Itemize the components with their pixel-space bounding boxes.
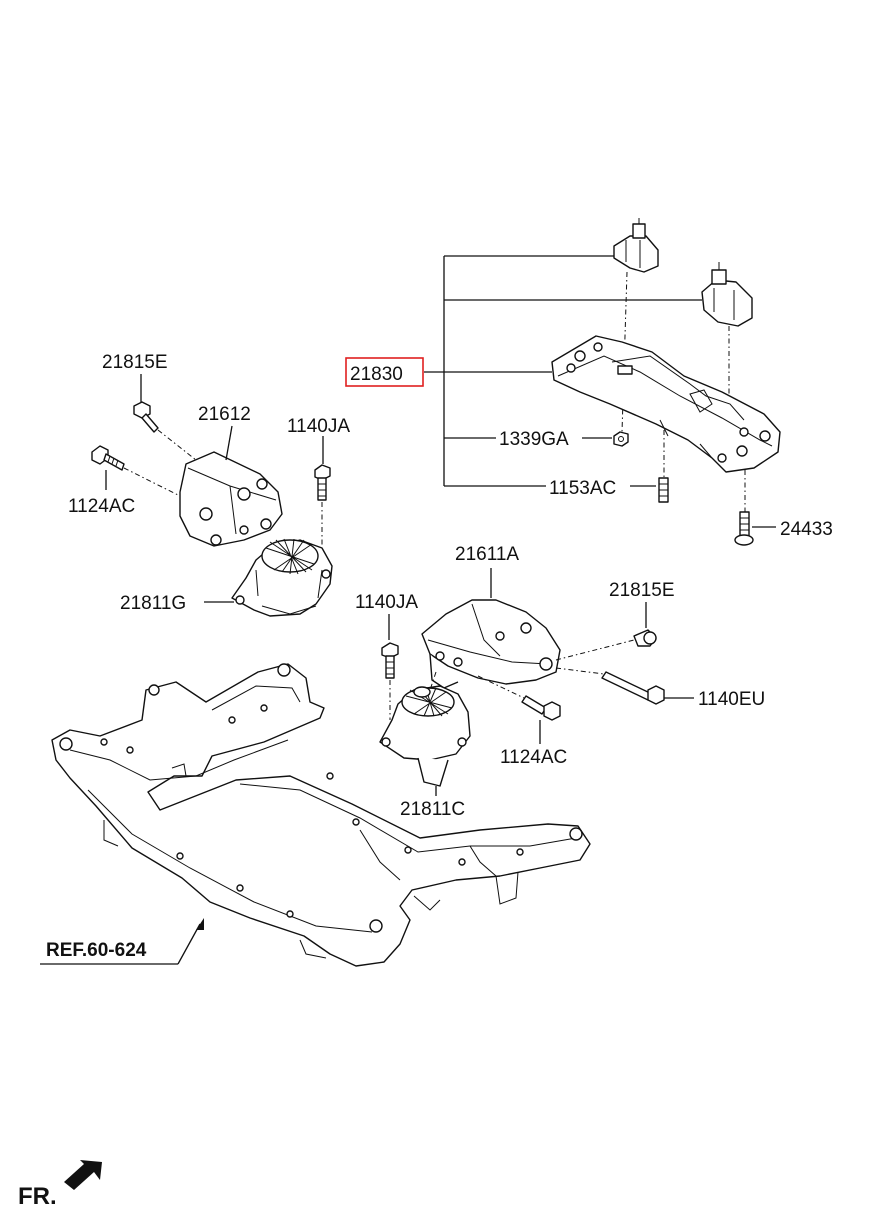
label-24433[interactable]: 24433	[780, 519, 833, 540]
bracket-21611a	[421, 599, 561, 689]
bolt-21815e-left	[133, 401, 159, 433]
nut-1339ga	[613, 431, 629, 447]
stud-1153ac	[658, 477, 669, 503]
bolt-1140ja-right	[381, 642, 399, 679]
bolt-21815e-right	[633, 629, 657, 647]
rear-insulator-upper-1	[613, 218, 659, 273]
front-direction-arrow-icon	[64, 1160, 102, 1190]
label-1124ac-left[interactable]: 1124AC	[68, 496, 135, 517]
subframe	[51, 663, 591, 967]
rear-group-leaders	[424, 255, 776, 528]
ref-leader	[40, 918, 204, 965]
label-1124ac-right[interactable]: 1124AC	[500, 747, 567, 768]
rear-mount-bracket-21830	[551, 335, 781, 473]
fr-label: FR.	[18, 1183, 57, 1210]
right-group-leaders	[388, 568, 694, 796]
left-mount-assembly	[91, 374, 333, 617]
label-1140eu[interactable]: 1140EU	[698, 689, 765, 710]
bolt-1124ac-right	[521, 695, 561, 721]
insulator-21811c	[379, 685, 471, 787]
label-21830[interactable]: 21830	[350, 364, 403, 385]
rear-insulator-upper-2	[701, 262, 753, 327]
highlight-box-21830	[345, 357, 424, 387]
labels: 21830 1339GA 1153AC 24433 21815E 21612 1…	[18, 352, 833, 1210]
right-mount-assembly	[379, 568, 694, 796]
label-1153ac[interactable]: 1153AC	[549, 478, 616, 499]
label-21815e-right[interactable]: 21815E	[609, 580, 675, 601]
label-21811c[interactable]: 21811C	[400, 799, 465, 820]
label-21611a[interactable]: 21611A	[455, 544, 519, 565]
bracket-21612	[179, 451, 283, 547]
rear-mount-assembly	[424, 218, 781, 546]
insulator-21811g	[231, 538, 333, 617]
label-1339ga[interactable]: 1339GA	[499, 429, 569, 450]
label-21815e-left[interactable]: 21815E	[102, 352, 168, 373]
label-21811g[interactable]: 21811G	[120, 593, 186, 614]
label-1140ja-right[interactable]: 1140JA	[355, 592, 418, 613]
left-group-leaders	[105, 374, 324, 603]
label-1140ja-left[interactable]: 1140JA	[287, 416, 350, 437]
ref-label[interactable]: REF.60-624	[46, 940, 147, 961]
bolt-1140ja-left	[314, 464, 331, 501]
bolt-1140eu	[601, 671, 665, 705]
label-21612[interactable]: 21612	[198, 404, 251, 425]
bolt-24433	[734, 511, 754, 546]
bolt-1124ac-left	[91, 445, 125, 471]
